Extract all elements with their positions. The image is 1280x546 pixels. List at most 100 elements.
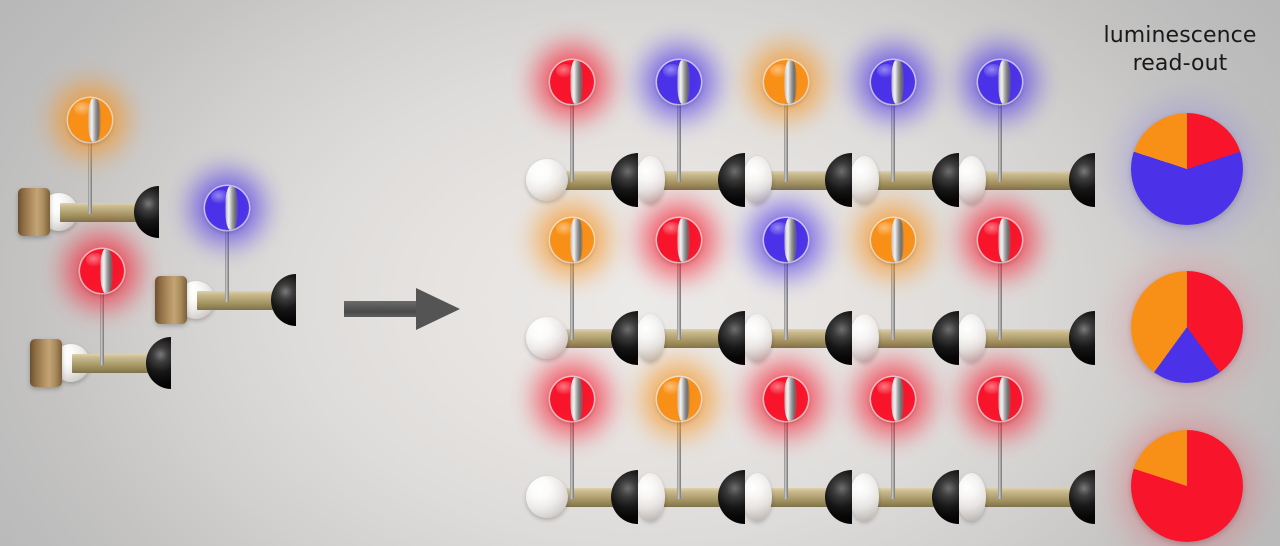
chromophore-sphere — [550, 218, 594, 262]
luminophore-blue — [629, 32, 729, 132]
metallic-band — [998, 377, 1012, 421]
specular-highlight — [663, 64, 682, 78]
luminophore-blue — [950, 32, 1050, 132]
metallic-band — [570, 377, 584, 421]
joint-sphere — [742, 473, 772, 521]
joint-hemisphere — [932, 470, 959, 524]
metallic-band — [784, 218, 798, 262]
chromophore-sphere — [871, 218, 915, 262]
joint-hemisphere — [718, 311, 745, 365]
luminophore-blue — [736, 190, 836, 290]
initiator-cylinder — [155, 276, 187, 324]
joint-hemisphere — [825, 153, 852, 207]
metallic-band — [784, 60, 798, 104]
joint-sphere — [956, 473, 986, 521]
linker-stalk — [998, 254, 1002, 340]
luminophore-orange — [843, 190, 943, 290]
metallic-band — [570, 218, 584, 262]
terminal-cap — [1069, 470, 1095, 524]
terminal-cap — [1069, 153, 1095, 207]
linker-stalk — [100, 285, 104, 365]
chromophore-sphere — [657, 60, 701, 104]
joint-hemisphere — [932, 311, 959, 365]
metallic-band — [891, 218, 905, 262]
metallic-band — [998, 218, 1012, 262]
specular-highlight — [556, 222, 575, 236]
specular-highlight — [770, 222, 789, 236]
arrow-head — [416, 288, 460, 330]
chromophore-sphere — [978, 60, 1022, 104]
specular-highlight — [556, 381, 575, 395]
chromophore-sphere — [205, 186, 249, 230]
luminophore-red — [522, 349, 622, 449]
joint-sphere — [849, 473, 879, 521]
linker-stalk — [570, 413, 574, 499]
readout-title: luminescence read-out — [1082, 22, 1278, 77]
metallic-band — [225, 186, 239, 230]
pie-chart — [1131, 430, 1243, 542]
backbone-joint — [718, 153, 772, 207]
metallic-band — [891, 377, 905, 421]
backbone-sphere — [526, 476, 568, 518]
arrow-shaft — [344, 301, 422, 317]
joint-sphere — [635, 473, 665, 521]
chromophore-sphere — [550, 60, 594, 104]
linker-stalk — [784, 413, 788, 499]
readout-title-line-2: read-out — [1132, 50, 1228, 76]
specular-highlight — [770, 64, 789, 78]
chromophore-sphere — [978, 218, 1022, 262]
joint-hemisphere — [718, 470, 745, 524]
chromophore-sphere — [68, 98, 112, 142]
specular-highlight — [663, 222, 682, 236]
linker-stalk — [677, 413, 681, 499]
metallic-band — [570, 60, 584, 104]
luminophore-red — [950, 349, 1050, 449]
metallic-band — [784, 377, 798, 421]
metallic-band — [891, 60, 905, 104]
chromophore-sphere — [764, 60, 808, 104]
linker-stalk — [88, 134, 92, 214]
metallic-band — [998, 60, 1012, 104]
luminophore-red — [736, 349, 836, 449]
joint-hemisphere — [718, 153, 745, 207]
chromophore-sphere — [978, 377, 1022, 421]
terminal-cap — [134, 186, 159, 238]
linker-stalk — [784, 254, 788, 340]
chromophore-sphere — [764, 377, 808, 421]
pie-row-3 — [1105, 404, 1269, 546]
chromophore-sphere — [764, 218, 808, 262]
metallic-band — [88, 98, 102, 142]
metallic-band — [677, 60, 691, 104]
joint-hemisphere — [611, 153, 638, 207]
linker-stalk — [891, 96, 895, 182]
specular-highlight — [984, 64, 1003, 78]
specular-highlight — [877, 222, 896, 236]
pie-row-1 — [1105, 87, 1269, 251]
linker-stalk — [784, 96, 788, 182]
linker-stalk — [998, 413, 1002, 499]
linker-stalk — [998, 96, 1002, 182]
joint-hemisphere — [611, 311, 638, 365]
backbone-bar — [60, 203, 138, 222]
luminophore-red — [52, 221, 152, 321]
specular-highlight — [86, 253, 105, 267]
luminophore-red — [629, 190, 729, 290]
specular-highlight — [877, 64, 896, 78]
luminophore-orange — [522, 190, 622, 290]
metallic-band — [677, 218, 691, 262]
backbone-bar — [197, 291, 275, 310]
pie-chart — [1131, 271, 1243, 383]
specular-highlight — [984, 381, 1003, 395]
linker-stalk — [677, 96, 681, 182]
luminophore-orange — [40, 70, 140, 170]
backbone-joint — [718, 470, 772, 524]
pie-chart — [1131, 113, 1243, 225]
specular-highlight — [984, 222, 1003, 236]
terminal-cap — [146, 337, 171, 389]
specular-highlight — [770, 381, 789, 395]
metallic-band — [100, 249, 114, 293]
luminophore-red — [522, 32, 622, 132]
reaction-arrow-icon — [344, 288, 460, 330]
pie-row-2 — [1105, 245, 1269, 409]
